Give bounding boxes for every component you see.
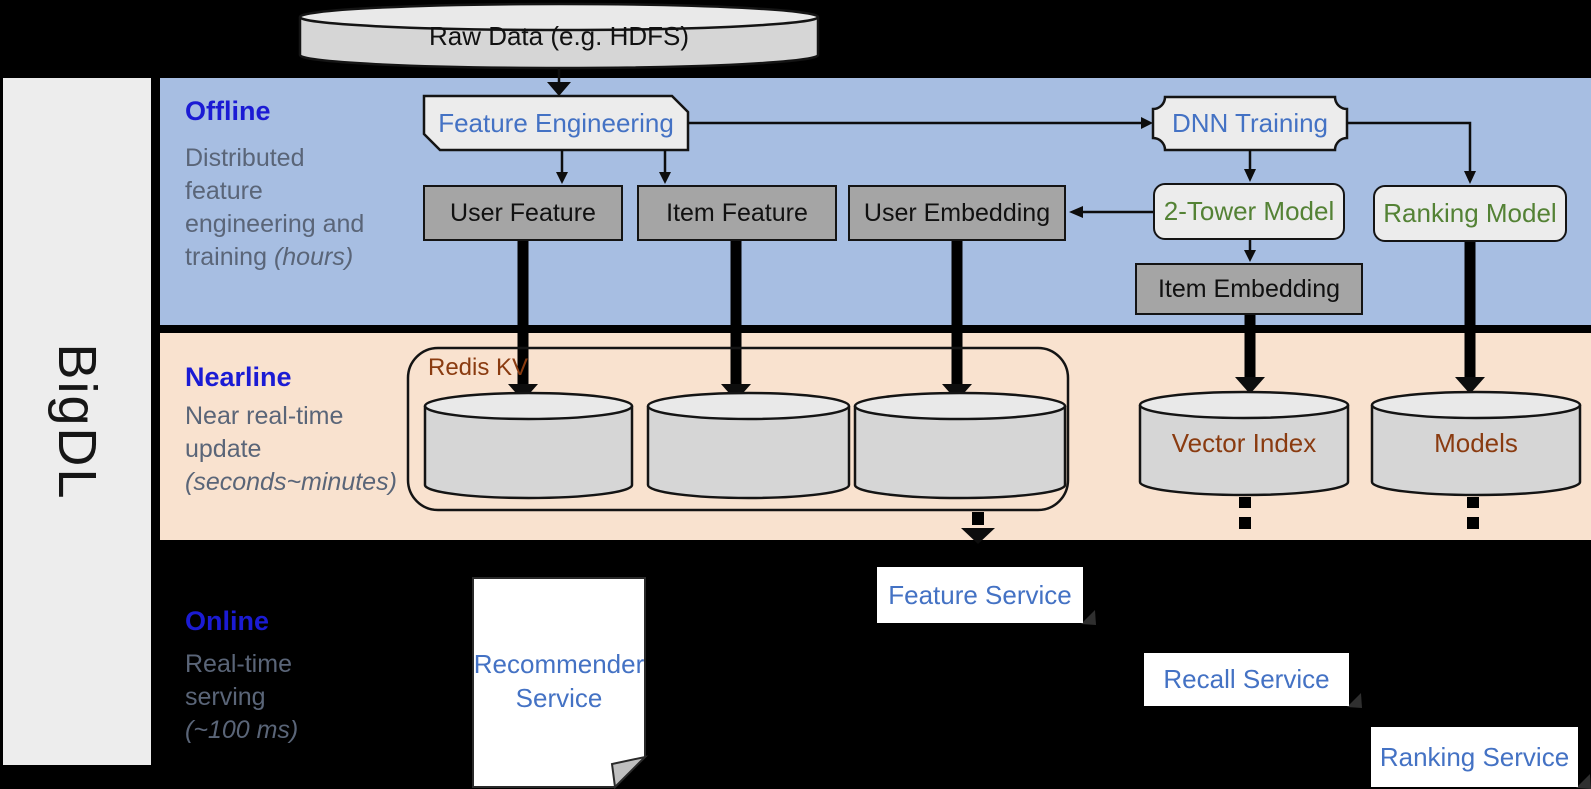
text-line: update bbox=[185, 435, 262, 463]
two-tower-model-node: 2-Tower Model bbox=[1153, 183, 1345, 240]
nearline-section-label: Nearline bbox=[185, 362, 292, 392]
raw-data-label: Raw Data (e.g. HDFS) bbox=[428, 20, 690, 51]
text-line: serving bbox=[185, 683, 266, 711]
text-line: (hours) bbox=[273, 243, 354, 271]
user-embedding-node: User Embedding bbox=[848, 185, 1066, 241]
text-line: (seconds~minutes) bbox=[185, 468, 397, 496]
text-line: (~100 ms) bbox=[185, 716, 299, 744]
feature-service-node: Feature Service bbox=[877, 567, 1083, 623]
vector-index-label: Vector Index bbox=[1171, 427, 1317, 458]
feature-service-curl-icon bbox=[1081, 610, 1096, 625]
offline-section-label: Offline bbox=[185, 96, 271, 126]
nearline-description: Near real-time update (seconds~minutes) bbox=[185, 400, 397, 499]
item-feature-node: Item Feature bbox=[637, 185, 837, 241]
text-line: training bbox=[185, 243, 267, 271]
recommender-service-label: Recommender Service bbox=[473, 648, 645, 713]
offline-description: Distributed feature engineering and trai… bbox=[185, 142, 364, 274]
bigdl-title: BigDL bbox=[47, 342, 107, 501]
ranking-model-node: Ranking Model bbox=[1373, 185, 1567, 242]
text-line: Distributed bbox=[185, 144, 305, 172]
redis-kv-label: Redis KV bbox=[428, 354, 529, 381]
online-section-label: Online bbox=[185, 606, 270, 636]
recall-service-node: Recall Service bbox=[1144, 653, 1349, 706]
feature-engineering-label: Feature Engineering bbox=[438, 107, 674, 138]
item-embedding-node: Item Embedding bbox=[1135, 263, 1363, 315]
text-line: Real-time bbox=[185, 650, 292, 678]
text-line: engineering and bbox=[185, 210, 365, 238]
bigdl-sidebar: BigDL bbox=[3, 78, 151, 765]
online-description: Real-time serving (~100 ms) bbox=[185, 648, 298, 747]
text-line: feature bbox=[185, 177, 263, 205]
recall-service-curl-icon bbox=[1347, 693, 1362, 708]
ranking-service-node: Ranking Service bbox=[1371, 727, 1578, 787]
models-label: Models bbox=[1434, 427, 1518, 458]
ranking-service-curl-icon bbox=[1576, 774, 1591, 789]
dnn-training-label: DNN Training bbox=[1171, 108, 1329, 138]
text-line: Near real-time bbox=[185, 402, 344, 430]
user-feature-node: User Feature bbox=[423, 185, 623, 241]
